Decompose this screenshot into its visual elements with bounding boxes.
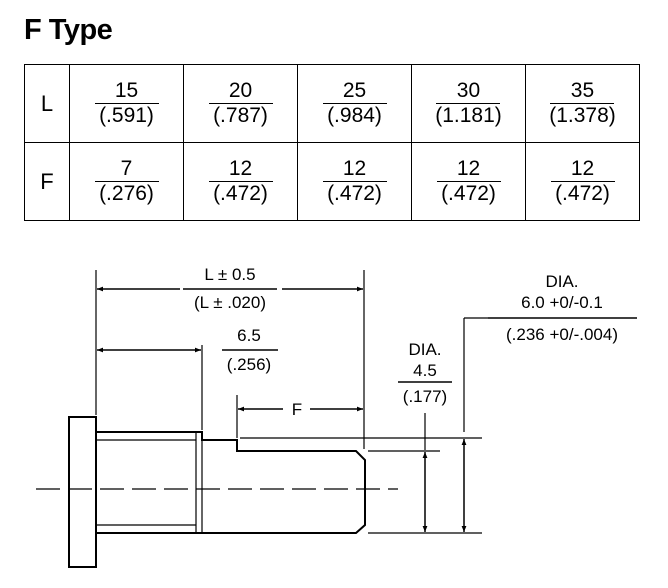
thread-lines: [96, 432, 203, 533]
cell-mm: 12: [550, 158, 615, 182]
cell-inch: (.591): [99, 104, 154, 127]
stud-outline: [68, 416, 366, 568]
table-cell: 15(.591): [69, 64, 184, 143]
cell-inch: (.984): [327, 104, 382, 127]
stud-head: [68, 416, 97, 568]
cell-mm: 12: [208, 158, 273, 182]
table-row-l: L 15(.591) 20(.787) 25(.984) 30(1.181) 3…: [24, 64, 640, 143]
table-cell: 12(.472): [183, 142, 298, 221]
length-mm: L ± 0.5: [204, 265, 255, 284]
cell-mm: 12: [436, 158, 501, 182]
length-inch: (L ± .020): [194, 293, 266, 312]
cell-inch: (.276): [99, 182, 154, 205]
dimension-table: L 15(.591) 20(.787) 25(.984) 30(1.181) 3…: [24, 64, 640, 221]
cell-mm: 20: [208, 80, 273, 104]
cell-inch: (.787): [213, 104, 268, 127]
small-dia-inch: (.177): [403, 387, 447, 406]
cell-mm: 12: [322, 158, 387, 182]
cell-inch: (.472): [213, 182, 268, 205]
table-cell: 25(.984): [297, 64, 412, 143]
table-cell: 12(.472): [411, 142, 526, 221]
cell-mm: 25: [322, 80, 387, 104]
f-dimension: F: [238, 400, 363, 419]
table-cell: 12(.472): [525, 142, 640, 221]
cell-inch: (.472): [441, 182, 496, 205]
row-label-l: L: [24, 64, 70, 143]
cell-mm: 35: [550, 80, 615, 104]
thread-inch: (.256): [227, 355, 271, 374]
table-cell: 30(1.181): [411, 64, 526, 143]
table-cell: 35(1.378): [525, 64, 640, 143]
large-diameter-dimension: DIA. 6.0 +0/-0.1 (.236 +0/-.004): [461, 272, 637, 532]
large-dia-mm: 6.0 +0/-0.1: [521, 293, 603, 312]
large-dia-inch: (.236 +0/-.004): [506, 325, 618, 344]
table-cell: 7(.276): [69, 142, 184, 221]
cell-mm: 30: [436, 80, 501, 104]
page-title: F Type: [24, 14, 113, 46]
table-row-f: F 7(.276) 12(.472) 12(.472) 12(.472) 12(…: [24, 142, 640, 221]
small-dia-mm: 4.5: [413, 361, 437, 380]
cell-inch: (.472): [555, 182, 610, 205]
thread-mm: 6.5: [237, 326, 261, 345]
small-diameter-dimension: DIA. 4.5 (.177): [398, 340, 452, 532]
cell-inch: (1.181): [435, 104, 502, 127]
length-dimension: L ± 0.5 (L ± .020): [97, 265, 363, 312]
cell-inch: (1.378): [549, 104, 616, 127]
stud-shank: [95, 431, 366, 534]
cell-inch: (.472): [327, 182, 382, 205]
thread-dimension: 6.5 (.256): [97, 326, 278, 374]
large-dia-prefix: DIA.: [545, 272, 578, 291]
cell-mm: 7: [94, 158, 159, 182]
small-dia-prefix: DIA.: [408, 340, 441, 359]
cell-mm: 15: [94, 80, 159, 104]
f-label: F: [292, 400, 302, 419]
extension-lines: [95, 270, 488, 534]
